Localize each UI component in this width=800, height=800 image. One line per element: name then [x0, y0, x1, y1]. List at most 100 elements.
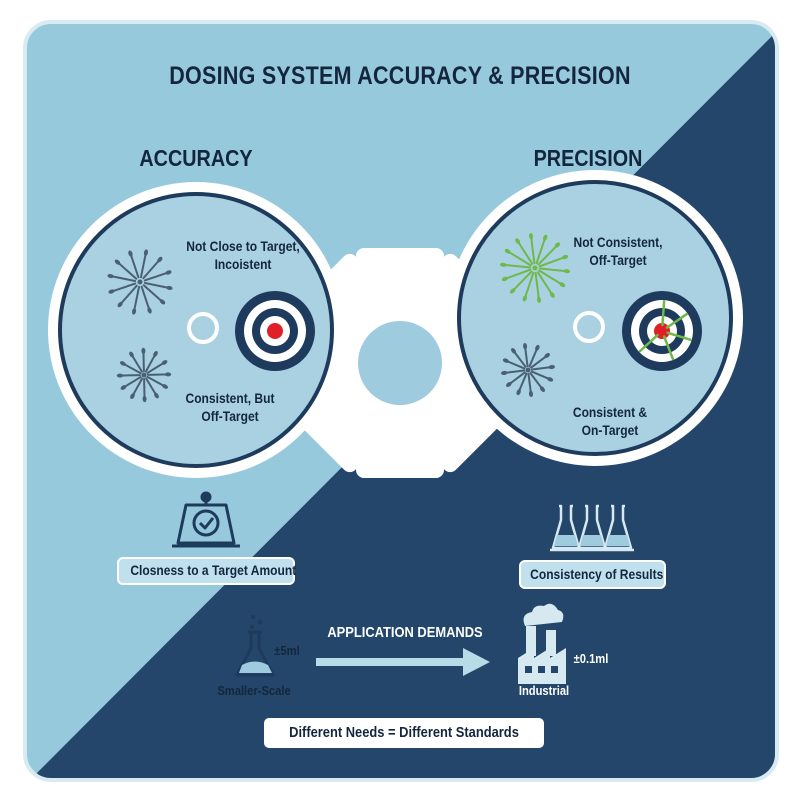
dart-icon: [142, 258, 161, 280]
dart-fletch-icon: [516, 389, 521, 396]
dart-fletch-icon: [159, 299, 166, 305]
dart-icon: [535, 236, 547, 265]
dart-icon: [538, 256, 567, 268]
dart-fletch-icon: [499, 262, 507, 267]
dart-fletch-icon: [523, 342, 528, 350]
beaker-icon: [551, 504, 581, 550]
dart-icon: [662, 335, 675, 361]
dart-icon: [537, 244, 559, 266]
dart-fletch-icon: [119, 361, 126, 366]
dart-fletch-icon: [502, 358, 509, 363]
industrial-tolerance: ±0.1ml: [573, 651, 609, 666]
dart-icon: [140, 285, 151, 312]
dart-icon: [503, 268, 532, 280]
dart-fletch-icon: [164, 372, 172, 377]
dart-fletch-icon: [157, 256, 163, 263]
footer-pill: [264, 718, 544, 748]
dart-fletch-icon: [128, 250, 133, 257]
precision-bullseye-icon: [622, 291, 702, 371]
dart-fletch-icon: [153, 350, 158, 357]
dart-icon: [530, 235, 536, 265]
dart-hub: [137, 279, 143, 285]
dart-fletch-icon: [108, 289, 115, 294]
dart-icon: [507, 371, 526, 386]
dart-icon: [121, 362, 142, 375]
dart-fletch-icon: [554, 242, 561, 248]
dart-fletch-icon: [162, 384, 169, 389]
dart-cluster-scattered-icon: [107, 249, 173, 315]
gear-hole: [358, 321, 442, 405]
dart-hub: [141, 372, 147, 378]
dart-icon: [503, 369, 526, 374]
dart-fletch-icon: [154, 392, 159, 399]
dart-icon: [661, 299, 666, 327]
arrow-icon: [316, 648, 490, 676]
dart-fletch-icon: [539, 386, 545, 392]
dart-icon: [131, 377, 144, 398]
dart-icon: [523, 271, 535, 300]
accuracy-bullseye-icon: [235, 291, 315, 371]
dart-icon: [143, 271, 170, 282]
dart-fletch-icon: [504, 248, 511, 254]
flask-icon: [235, 615, 275, 677]
dart-icon: [538, 267, 568, 273]
page-title: DOSING SYSTEM ACCURACY & PRECISION: [169, 62, 631, 90]
dart-icon: [666, 331, 692, 342]
dart-fletch-icon: [141, 347, 146, 355]
dart-cluster-green-scattered-icon: [499, 233, 571, 303]
three-beakers-icon: [550, 504, 634, 552]
beaker-icon: [603, 504, 633, 550]
gear-icon: [285, 248, 515, 478]
dart-icon: [122, 376, 142, 389]
dart-icon: [116, 261, 138, 280]
dart-cluster-grouped-icon: [116, 347, 172, 403]
beaker-icon: [577, 504, 607, 550]
dart-icon: [528, 346, 539, 368]
dart-fletch-icon: [548, 365, 556, 370]
footer-text: Different Needs = Different Standards: [289, 724, 519, 741]
dart-fletch-icon: [161, 360, 168, 365]
dart-fletch-icon: [506, 381, 512, 387]
precision-empty-ring: [573, 311, 605, 343]
dart-fletch-icon: [147, 307, 152, 314]
dart-fletch-icon: [142, 395, 147, 403]
dart-fletch-icon: [544, 353, 550, 359]
dart-fletch-icon: [529, 233, 534, 240]
precision-definition: Consistency of Results: [530, 566, 664, 582]
dart-icon: [129, 252, 140, 279]
dart-fletch-icon: [528, 390, 533, 398]
application-demands-label: APPLICATION DEMANDS: [327, 624, 483, 641]
dart-icon: [110, 282, 137, 293]
dart-fletch-icon: [563, 269, 571, 274]
dart-fletch-icon: [511, 348, 517, 354]
precision-definition-pill: [519, 560, 666, 589]
accuracy-label-bottom: Consistent, But Off-Target: [185, 390, 275, 424]
dart-fletch-icon: [107, 273, 114, 279]
dart-icon: [109, 275, 137, 283]
dart-fletch-icon: [120, 385, 127, 390]
dart-fletch-icon: [543, 234, 548, 241]
dart-icon: [530, 366, 553, 371]
accuracy-lens: [48, 182, 344, 478]
dart-fletch-icon: [501, 276, 509, 282]
dart-fletch-icon: [559, 282, 566, 288]
dart-fletch-icon: [116, 373, 124, 378]
dart-icon: [538, 269, 564, 286]
dart-icon: [119, 284, 138, 306]
dart-fletch-icon: [500, 370, 508, 375]
industrial-label: Industrial: [518, 683, 570, 698]
dart-icon: [143, 281, 171, 289]
small-scale-tolerance: ±5ml: [274, 643, 300, 658]
dart-icon: [506, 250, 532, 267]
dart-icon: [130, 353, 143, 373]
dart-fletch-icon: [509, 288, 516, 294]
precision-lens: [447, 170, 743, 466]
dart-icon: [142, 284, 164, 303]
beaker-liquid: [554, 535, 578, 546]
dart-fletch-icon: [515, 238, 521, 245]
panel-border: [23, 20, 779, 782]
dart-icon: [536, 271, 554, 296]
precision-label-bottom: Consistent & On-Target: [572, 404, 648, 438]
